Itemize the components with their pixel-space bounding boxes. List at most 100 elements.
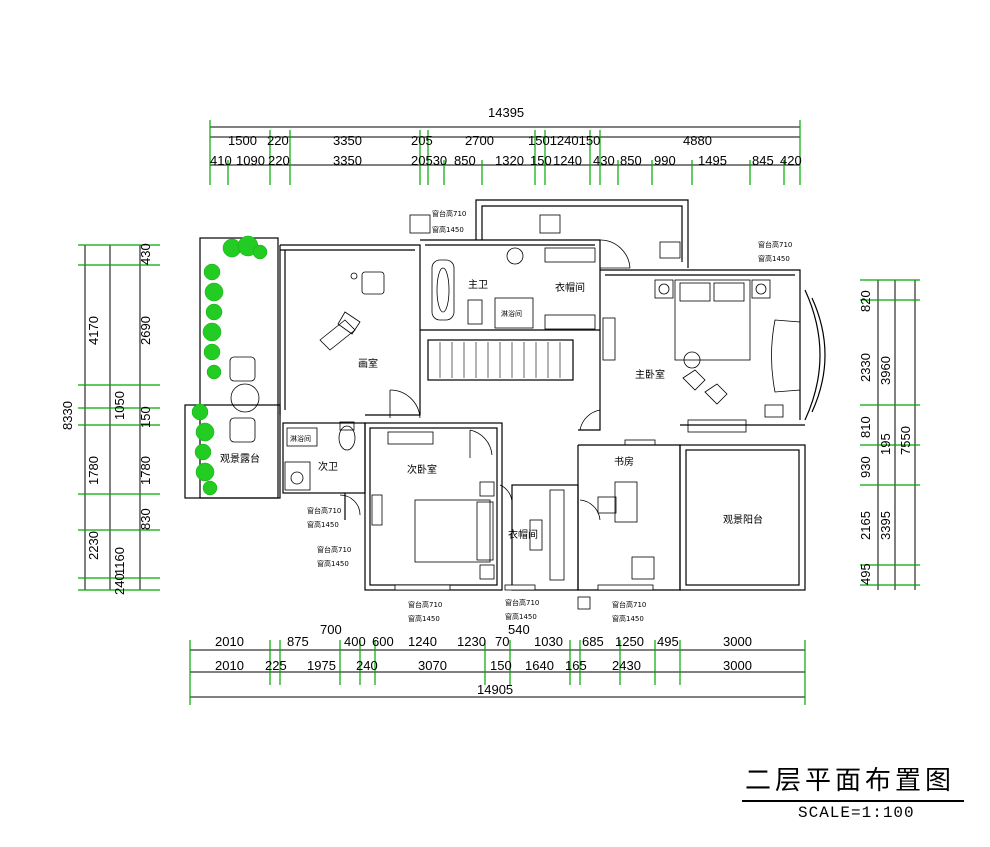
dim-top-r2-4: 3350 <box>333 153 362 168</box>
dim-right-2165: 2165 <box>858 511 873 540</box>
label-shower: 淋浴间 <box>501 309 522 318</box>
note-c2: 窗高1450 <box>307 520 339 529</box>
dim-bot-12: 1250 <box>615 634 644 649</box>
label-master-bedroom: 主卧室 <box>635 368 665 381</box>
dim-bot-3: 700 <box>320 622 342 637</box>
room-labels: 画室 主卫 衣帽间 主卧室 次卫 次卧室 衣帽间 书房 观景阳台 观景露台 淋浴… <box>220 279 763 541</box>
dim-top-total: 14395 <box>488 105 524 120</box>
note-d2: 窗高1450 <box>317 559 349 568</box>
label-shower2: 淋浴间 <box>290 434 311 443</box>
note-b1: 窗台高710 <box>758 240 792 249</box>
note-a1: 窗台高710 <box>432 209 466 218</box>
label-second-bedroom: 次卧室 <box>407 463 437 476</box>
dim-top-r2-10: 430 <box>593 153 615 168</box>
dim-right-7550: 7550 <box>898 426 913 455</box>
dim-bot-10: 1030 <box>534 634 563 649</box>
dim-bot-r2-5: 3070 <box>418 658 447 673</box>
dim-bot-r2-3: 1975 <box>307 658 336 673</box>
dim-right-195: 195 <box>878 433 893 455</box>
dim-left-2230: 2230 <box>86 531 101 560</box>
dim-bot-2: 875 <box>287 634 309 649</box>
label-closet1: 衣帽间 <box>555 281 585 294</box>
dim-bot-5: 600 <box>372 634 394 649</box>
dim-top-r2-11: 850 <box>620 153 642 168</box>
dim-bot-r2-1: 2010 <box>215 658 244 673</box>
dim-left-150: 150 <box>138 406 153 428</box>
label-view-balcony: 观景阳台 <box>723 513 763 526</box>
bottom-dimensions: 2010 875 700 400 600 1240 1230 70 540 10… <box>189 622 806 705</box>
dim-top-r2-7: 1320 <box>495 153 524 168</box>
title-underline <box>742 800 964 802</box>
dim-left-430: 430 <box>138 243 153 265</box>
dim-top-r2-9: 1240 <box>553 153 582 168</box>
left-dimensions: 4170 8330 2230 240 1050 1780 430 2690 15… <box>60 243 160 595</box>
stairs <box>439 342 561 378</box>
dim-left-1780a: 1780 <box>86 456 101 485</box>
dim-top-6: 1501240150 <box>528 133 600 148</box>
dim-top-r2-6: 850 <box>454 153 476 168</box>
dim-top-r2-3: 220 <box>268 153 290 168</box>
note-g1: 窗台高710 <box>612 600 646 609</box>
window-notes: 窗台高710 窗高1450 窗台高710 窗高1450 窗台高710 窗高145… <box>307 209 792 623</box>
note-g2: 窗高1450 <box>612 614 644 623</box>
dim-top-r2-8: 150 <box>530 153 552 168</box>
note-e1: 窗台高710 <box>408 600 442 609</box>
dim-right-930: 930 <box>858 456 873 478</box>
dim-bot-r2-8: 165 <box>565 658 587 673</box>
dim-left-4170: 4170 <box>86 316 101 345</box>
dim-top-4: 205 <box>411 133 433 148</box>
dim-top-r2-5: 20530 <box>411 153 447 168</box>
dim-left-8330: 8330 <box>60 401 75 430</box>
dim-bot-4: 400 <box>344 634 366 649</box>
dim-top-2: 220 <box>267 133 289 148</box>
dim-left-2690: 2690 <box>138 316 153 345</box>
dim-bot-total: 14905 <box>477 682 513 697</box>
dim-right-2330: 2330 <box>858 353 873 382</box>
dim-bot-14: 3000 <box>723 634 752 649</box>
dim-right-810: 810 <box>858 416 873 438</box>
dim-bot-6: 1240 <box>408 634 437 649</box>
drawing-scale: SCALE=1:100 <box>798 804 915 822</box>
dim-top-1: 1500 <box>228 133 257 148</box>
label-view-terrace: 观景露台 <box>220 452 260 465</box>
note-e2: 窗高1450 <box>408 614 440 623</box>
dim-bot-13: 495 <box>657 634 679 649</box>
furniture <box>284 241 801 581</box>
note-b2: 窗高1450 <box>758 254 790 263</box>
dim-bot-11: 685 <box>582 634 604 649</box>
label-master-bath: 主卫 <box>468 279 488 291</box>
label-studio: 画室 <box>358 357 378 370</box>
label-closet2: 衣帽间 <box>508 528 538 541</box>
right-dimensions: 820 2330 810 930 2165 495 3960 195 7550 … <box>858 279 920 590</box>
dim-bot-r2-9: 2430 <box>612 658 641 673</box>
doors <box>339 239 631 521</box>
note-c1: 窗台高710 <box>307 506 341 515</box>
label-study: 书房 <box>614 455 634 468</box>
dim-bot-r2-10: 3000 <box>723 658 752 673</box>
dim-top-r2-13: 1495 <box>698 153 727 168</box>
dim-left-1050: 1050 <box>112 391 127 420</box>
note-d1: 窗台高710 <box>317 545 351 554</box>
dim-bot-r2-2: 225 <box>265 658 287 673</box>
note-f1: 窗台高710 <box>505 598 539 607</box>
dim-left-240: 240 <box>112 573 127 595</box>
dim-top-r2-1: 410 <box>210 153 232 168</box>
walls <box>184 199 826 591</box>
dim-bot-r2-4: 240 <box>356 658 378 673</box>
dim-right-3960: 3960 <box>878 356 893 385</box>
plants <box>191 235 268 496</box>
dim-bot-9: 540 <box>508 622 530 637</box>
top-dimensions: 14395 1500 220 3350 205 2700 1501240150 … <box>209 105 802 185</box>
dim-bot-7: 1230 <box>457 634 486 649</box>
drawing-title: 二层平面布置图 <box>745 766 956 796</box>
terrace-furniture <box>229 356 260 443</box>
dim-top-r2-12: 990 <box>654 153 676 168</box>
dim-top-7: 4880 <box>683 133 712 148</box>
dim-top-5: 2700 <box>465 133 494 148</box>
note-a2: 窗高1450 <box>432 225 464 234</box>
windows <box>371 214 654 610</box>
dim-left-1160: 1160 <box>112 547 127 575</box>
dim-right-820: 820 <box>858 290 873 312</box>
dim-bot-1: 2010 <box>215 634 244 649</box>
